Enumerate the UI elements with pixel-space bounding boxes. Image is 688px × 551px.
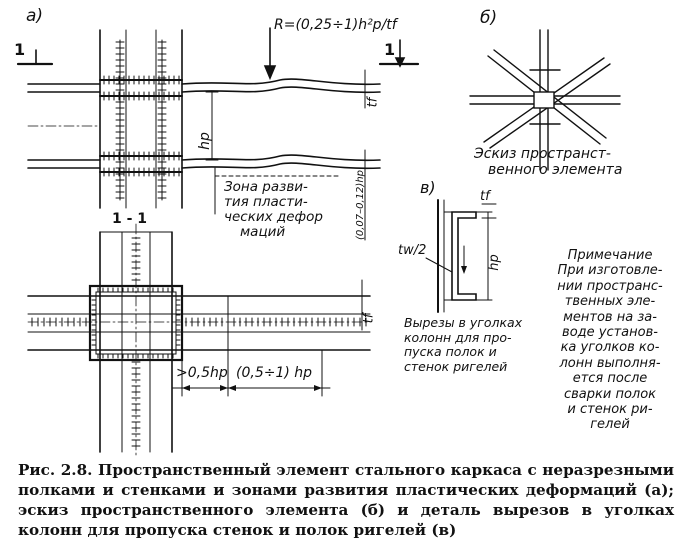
detail-tf-label: tf bbox=[480, 189, 490, 204]
section-mark-right: 1 bbox=[384, 40, 396, 59]
detail-hp-label: hp bbox=[486, 254, 502, 271]
detail-tw-label: tw/2 bbox=[398, 243, 427, 258]
dim-right-label: (0,5÷1) hp bbox=[236, 365, 313, 381]
sketch-caption: Эскиз пространст- венного элемента bbox=[474, 146, 623, 178]
dim-small-label: (0,07–0,12)hp bbox=[355, 169, 367, 241]
section-title: 1 - 1 bbox=[112, 211, 148, 227]
section-mark-left: 1 bbox=[14, 40, 26, 59]
zone-text: Зона разви- тия пласти- ческих дефор мац… bbox=[224, 179, 323, 240]
panel-b-label: б) bbox=[480, 8, 498, 28]
dim-tf-label: tf bbox=[365, 97, 381, 108]
panel-v-label: в) bbox=[420, 178, 436, 197]
dim-tf-plan-label: tf bbox=[361, 313, 377, 324]
panel-a-label: а) bbox=[26, 6, 44, 26]
load-formula: R=(0,25÷1)h²p/tf bbox=[274, 17, 397, 33]
note-block: Примечание При изготовле- нии пространс-… bbox=[557, 248, 663, 433]
cut-text: Вырезы в уголках колонн для про- пуска п… bbox=[404, 315, 523, 374]
dim-left-label: >0,5hp bbox=[176, 365, 228, 381]
panel-v-detail bbox=[425, 199, 497, 313]
panel-a-elevation bbox=[16, 27, 420, 241]
panel-a-section bbox=[27, 223, 371, 457]
dim-hp-label: hp bbox=[196, 132, 213, 150]
panel-b-sketch bbox=[469, 29, 621, 171]
figure-drawing bbox=[16, 27, 621, 457]
figure-caption: Рис. 2.8. Пространственный элемент сталь… bbox=[18, 461, 674, 539]
